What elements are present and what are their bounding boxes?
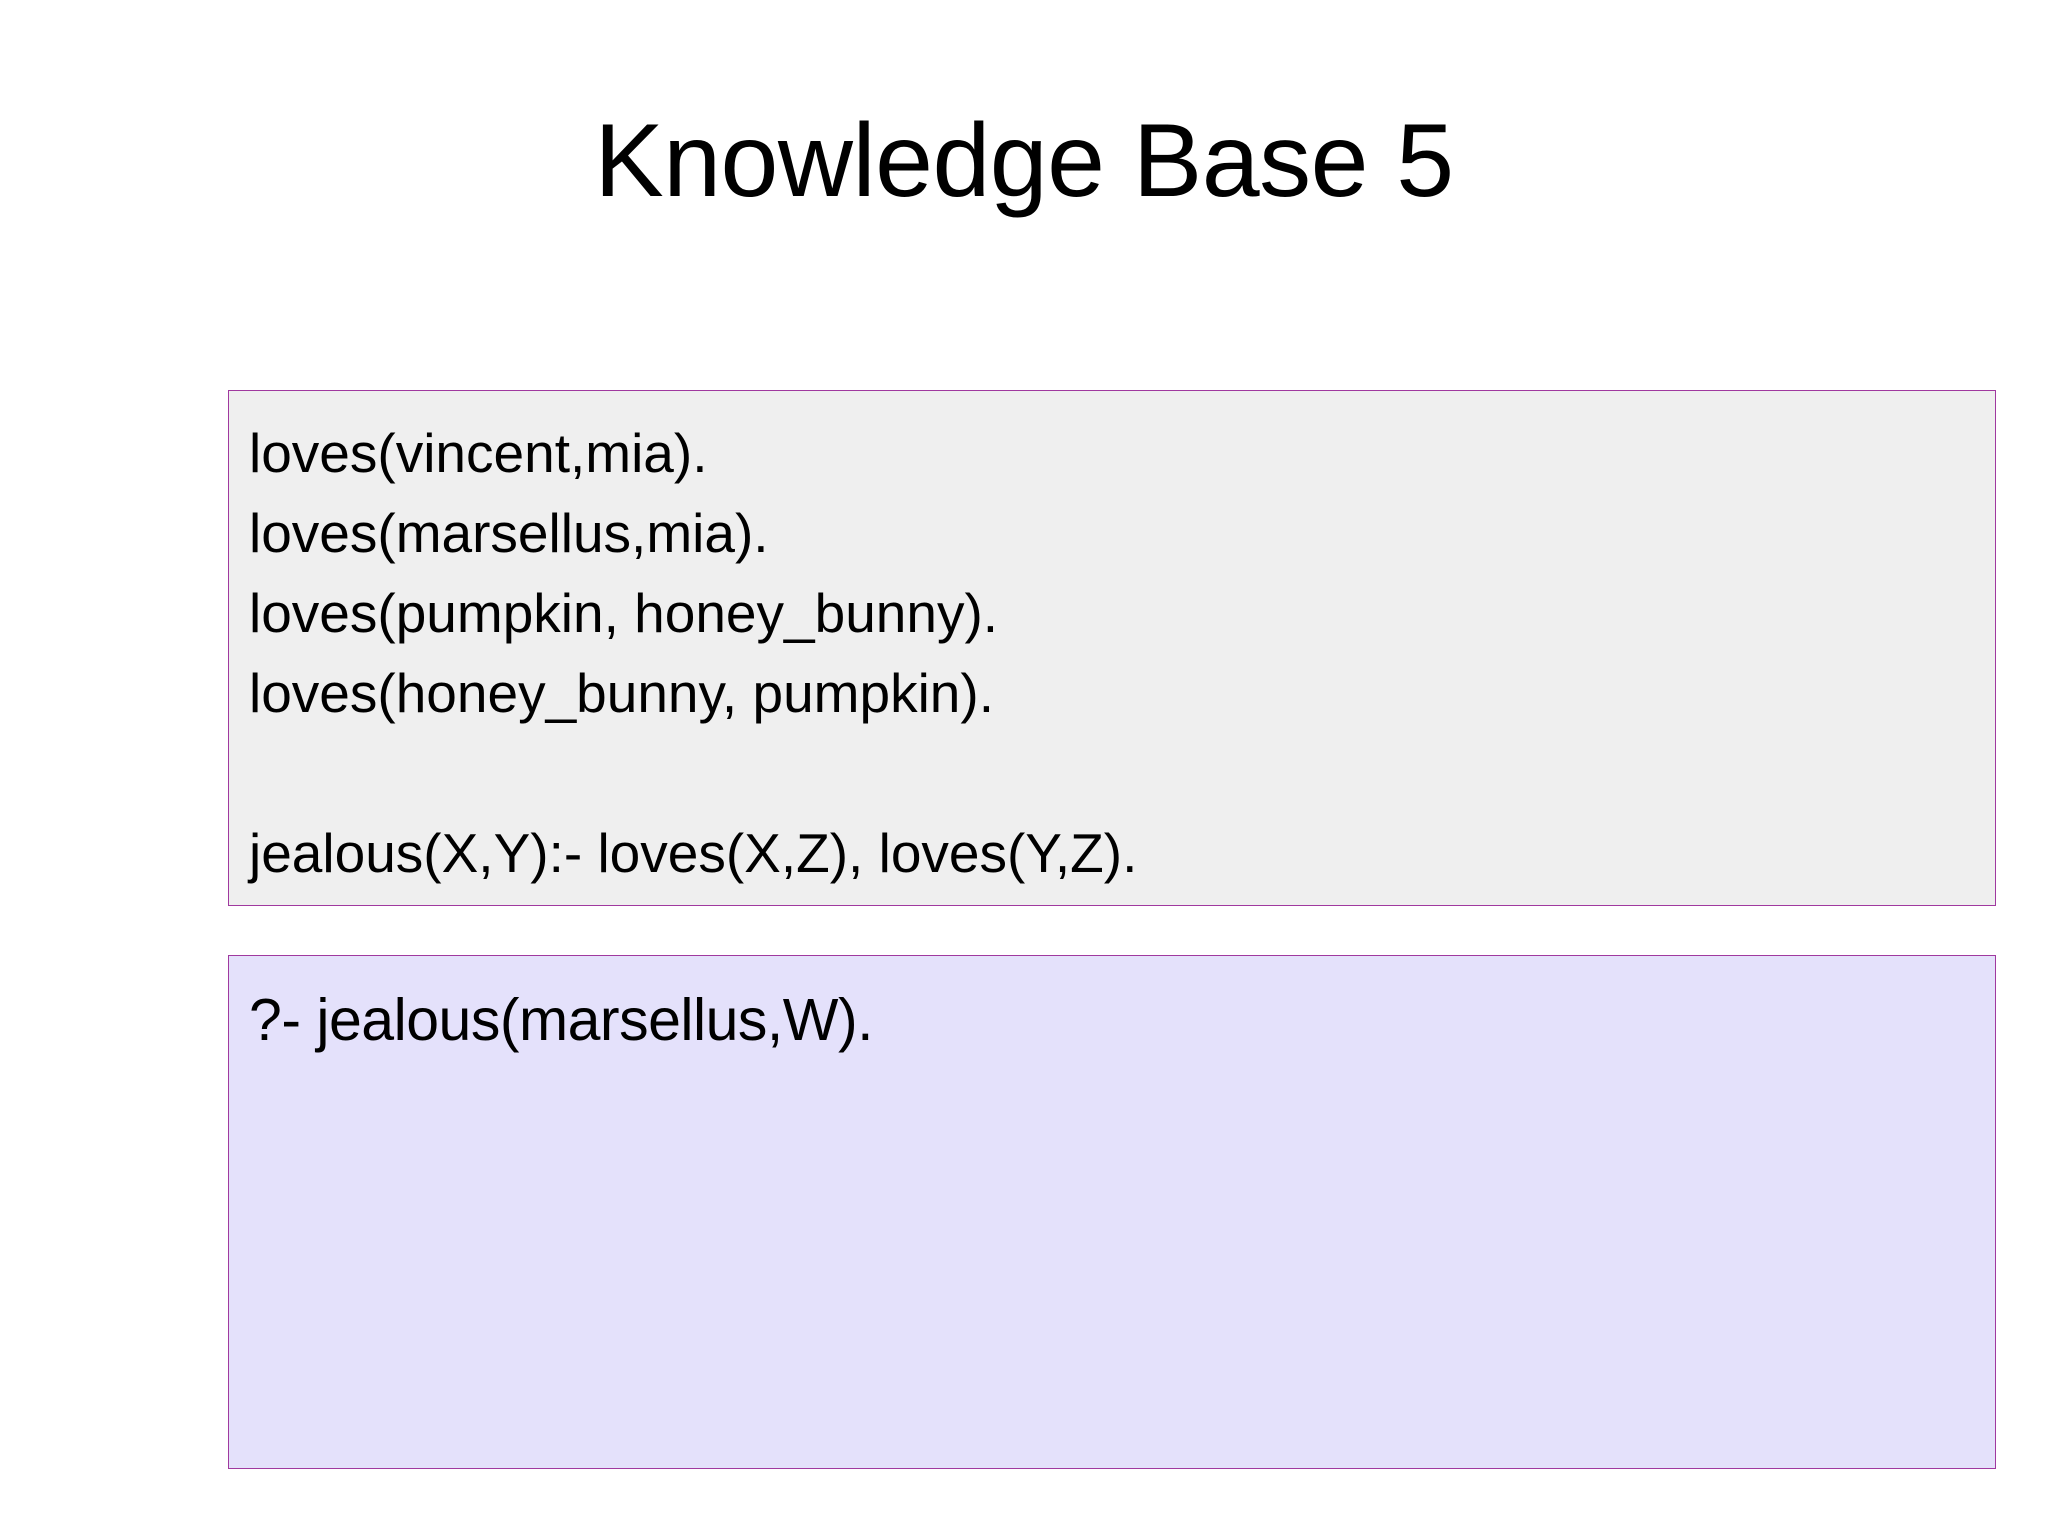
kb-line-4: loves(honey_bunny, pumpkin). [249, 662, 994, 724]
query-line-1: ?- jealous(marsellus,W). [249, 987, 874, 1053]
kb-line-5-blank [249, 733, 1995, 813]
kb-line-3: loves(pumpkin, honey_bunny). [249, 582, 999, 644]
page-title: Knowledge Base 5 [594, 103, 1454, 219]
kb-line-1: loves(vincent,mia). [249, 422, 708, 484]
knowledge-base-box: loves(vincent,mia). loves(marsellus,mia)… [228, 390, 1996, 906]
kb-line-2: loves(marsellus,mia). [249, 502, 769, 564]
kb-line-6-rule: jealous(X,Y):- loves(X,Z), loves(Y,Z). [249, 822, 1138, 884]
query-box: ?- jealous(marsellus,W). [228, 955, 1996, 1469]
